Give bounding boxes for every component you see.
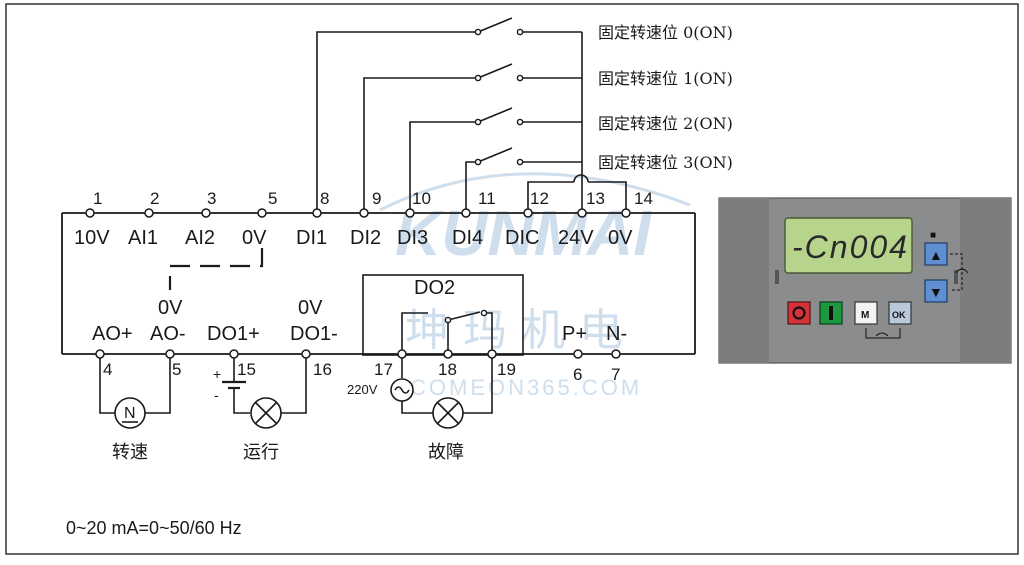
terminal-number-4: 4 <box>103 360 112 379</box>
stop-icon <box>792 306 806 320</box>
watermark-cn: 坤 玛 机 电 <box>405 305 623 356</box>
up-button[interactable]: ▲ <box>924 242 948 266</box>
terminal-name-10v: 10V <box>74 227 110 249</box>
terminal-number-5-bottom: 5 <box>172 360 181 379</box>
label-fault: 故障 <box>428 442 464 463</box>
bottom-terminal-names: AO+ 0V AO- DO1+ 0V DO1- P+ N- <box>92 297 627 345</box>
terminal-name-do1-plus: DO1+ <box>207 323 260 345</box>
down-button[interactable]: ▼ <box>924 279 948 303</box>
terminal-number-16: 16 <box>313 360 332 379</box>
terminal-number-12: 12 <box>530 189 549 208</box>
terminal-name-do1-minus-0v: 0V <box>298 297 323 319</box>
terminal-name-ao-minus-0v: 0V <box>158 297 183 319</box>
switch-labels: 固定转速位 0(ON) 固定转速位 1(ON) 固定转速位 2(ON) 固定转速… <box>598 23 733 172</box>
terminal-name-di3: DI3 <box>397 227 428 249</box>
switch-label-0: 固定转速位 0(ON) <box>598 23 733 42</box>
switch-label-1: 固定转速位 1(ON) <box>598 69 733 88</box>
terminal-number-18: 18 <box>438 360 457 379</box>
terminal-number-19: 19 <box>497 360 516 379</box>
outer-border <box>5 3 1019 555</box>
m-button[interactable]: M <box>854 301 878 325</box>
status-indicator-icon: ■ <box>930 230 936 241</box>
terminal-name-di2: DI2 <box>350 227 381 249</box>
speed-meter-loop <box>99 358 171 429</box>
do2-label: DO2 <box>414 277 455 299</box>
terminal-name-ai1: AI1 <box>128 227 158 249</box>
terminal-name-do1-minus: DO1- <box>290 323 338 345</box>
voltage-220: 220V <box>347 382 378 397</box>
terminal-name-di1: DI1 <box>296 227 327 249</box>
do2-contacts <box>444 309 488 324</box>
terminal-name-dic: DIC <box>505 227 539 249</box>
updown-bracket-icon <box>950 253 969 291</box>
terminal-name-n-minus: N- <box>606 323 627 345</box>
terminal-name-0v: 0V <box>242 227 267 249</box>
bottom-terminal-numbers: 4 5 15 16 17 18 19 6 7 <box>103 360 620 384</box>
terminal-name-0v-right: 0V <box>608 227 633 249</box>
switch-label-2: 固定转速位 2(ON) <box>598 114 733 133</box>
label-run: 运行 <box>243 442 279 463</box>
up-arrow-icon: ▲ <box>929 247 943 263</box>
terminal-number-2: 2 <box>150 189 159 208</box>
terminal-name-p-plus: P+ <box>562 323 587 345</box>
label-speed: 转速 <box>112 442 148 463</box>
lcd-display <box>784 217 913 274</box>
terminal-number-13: 13 <box>586 189 605 208</box>
watermark: KUNMAI 坤 玛 机 电 COMEON365.COM <box>379 172 691 400</box>
run-lamp-loop <box>222 358 307 429</box>
terminal-number-17: 17 <box>374 360 393 379</box>
ok-button-label: OK <box>892 310 906 320</box>
terminal-number-6: 6 <box>573 365 582 384</box>
terminal-number-9: 9 <box>372 189 381 208</box>
top-terminal-names: 10V AI1 AI2 0V DI1 DI2 DI3 DI4 DIC 24V 0… <box>74 227 633 249</box>
lcd-text: -Cn004 <box>792 229 909 265</box>
battery-minus: - <box>214 387 219 403</box>
svg-text:O: O <box>0 0 1 1</box>
run-button[interactable]: I <box>0 0 843 325</box>
run-icon <box>829 306 833 320</box>
watermark-brand: KUNMAI <box>395 197 652 269</box>
terminal-number-14: 14 <box>634 189 653 208</box>
footnote: 0~20 mA=0~50/60 Hz <box>66 518 242 538</box>
top-terminal-dots <box>85 208 631 218</box>
fault-lamp-loop <box>390 358 493 429</box>
terminal-number-1: 1 <box>93 189 102 208</box>
terminal-number-10: 10 <box>412 189 431 208</box>
switch-label-3: 固定转速位 3(ON) <box>598 153 733 172</box>
switch-wiring <box>316 17 627 212</box>
terminal-number-15: 15 <box>237 360 256 379</box>
battery-plus: + <box>213 366 221 382</box>
svg-text:I: I <box>0 0 1 1</box>
terminal-number-3: 3 <box>207 189 216 208</box>
stop-button[interactable]: O <box>0 0 811 325</box>
analog-dashed-link <box>168 248 264 290</box>
switch-contacts <box>474 28 524 166</box>
meter-symbol: N <box>124 405 136 422</box>
terminal-number-11: 11 <box>478 189 496 208</box>
terminal-number-7: 7 <box>611 365 620 384</box>
terminal-number-8: 8 <box>320 189 329 208</box>
top-terminal-numbers: 1 2 3 5 8 9 10 11 12 13 14 <box>93 189 653 208</box>
m-ok-bracket-icon <box>865 328 901 339</box>
terminal-name-ao-minus: AO- <box>150 323 186 345</box>
ok-button[interactable]: OK <box>888 301 912 325</box>
terminal-name-ao-plus: AO+ <box>92 323 133 345</box>
terminal-name-ai2: AI2 <box>185 227 215 249</box>
terminal-name-di4: DI4 <box>452 227 483 249</box>
terminal-name-24v: 24V <box>558 227 594 249</box>
watermark-url: COMEON365.COM <box>410 375 642 400</box>
operator-panel: -Cn004 ■ ▲ ▼ O I M <box>0 0 1012 364</box>
down-arrow-icon: ▼ <box>929 284 943 300</box>
m-button-label: M <box>861 310 869 321</box>
terminal-number-5: 5 <box>268 189 277 208</box>
